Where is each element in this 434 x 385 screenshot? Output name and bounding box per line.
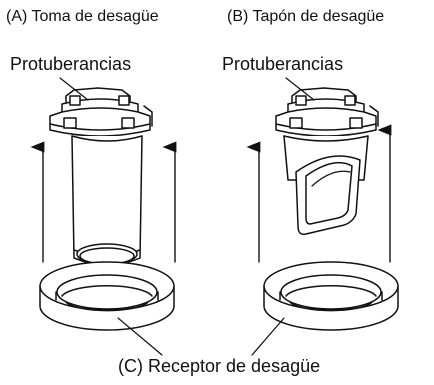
label-part-b: (B) Tapón de desagüe: [227, 8, 385, 25]
label-part-c: (C) Receptor de desagüe: [118, 356, 321, 376]
drain-receptor-ring-icon: [39, 261, 175, 331]
label-part-a: (A) Toma de desagüe: [6, 8, 159, 25]
drain-plug-icon: [275, 77, 379, 236]
label-protrusions-a: Protuberancias: [10, 54, 132, 74]
drain-receptor-ring-icon: [263, 261, 399, 331]
label-protrusions-b: Protuberancias: [222, 54, 344, 74]
drain-outlet-icon: [49, 77, 153, 266]
